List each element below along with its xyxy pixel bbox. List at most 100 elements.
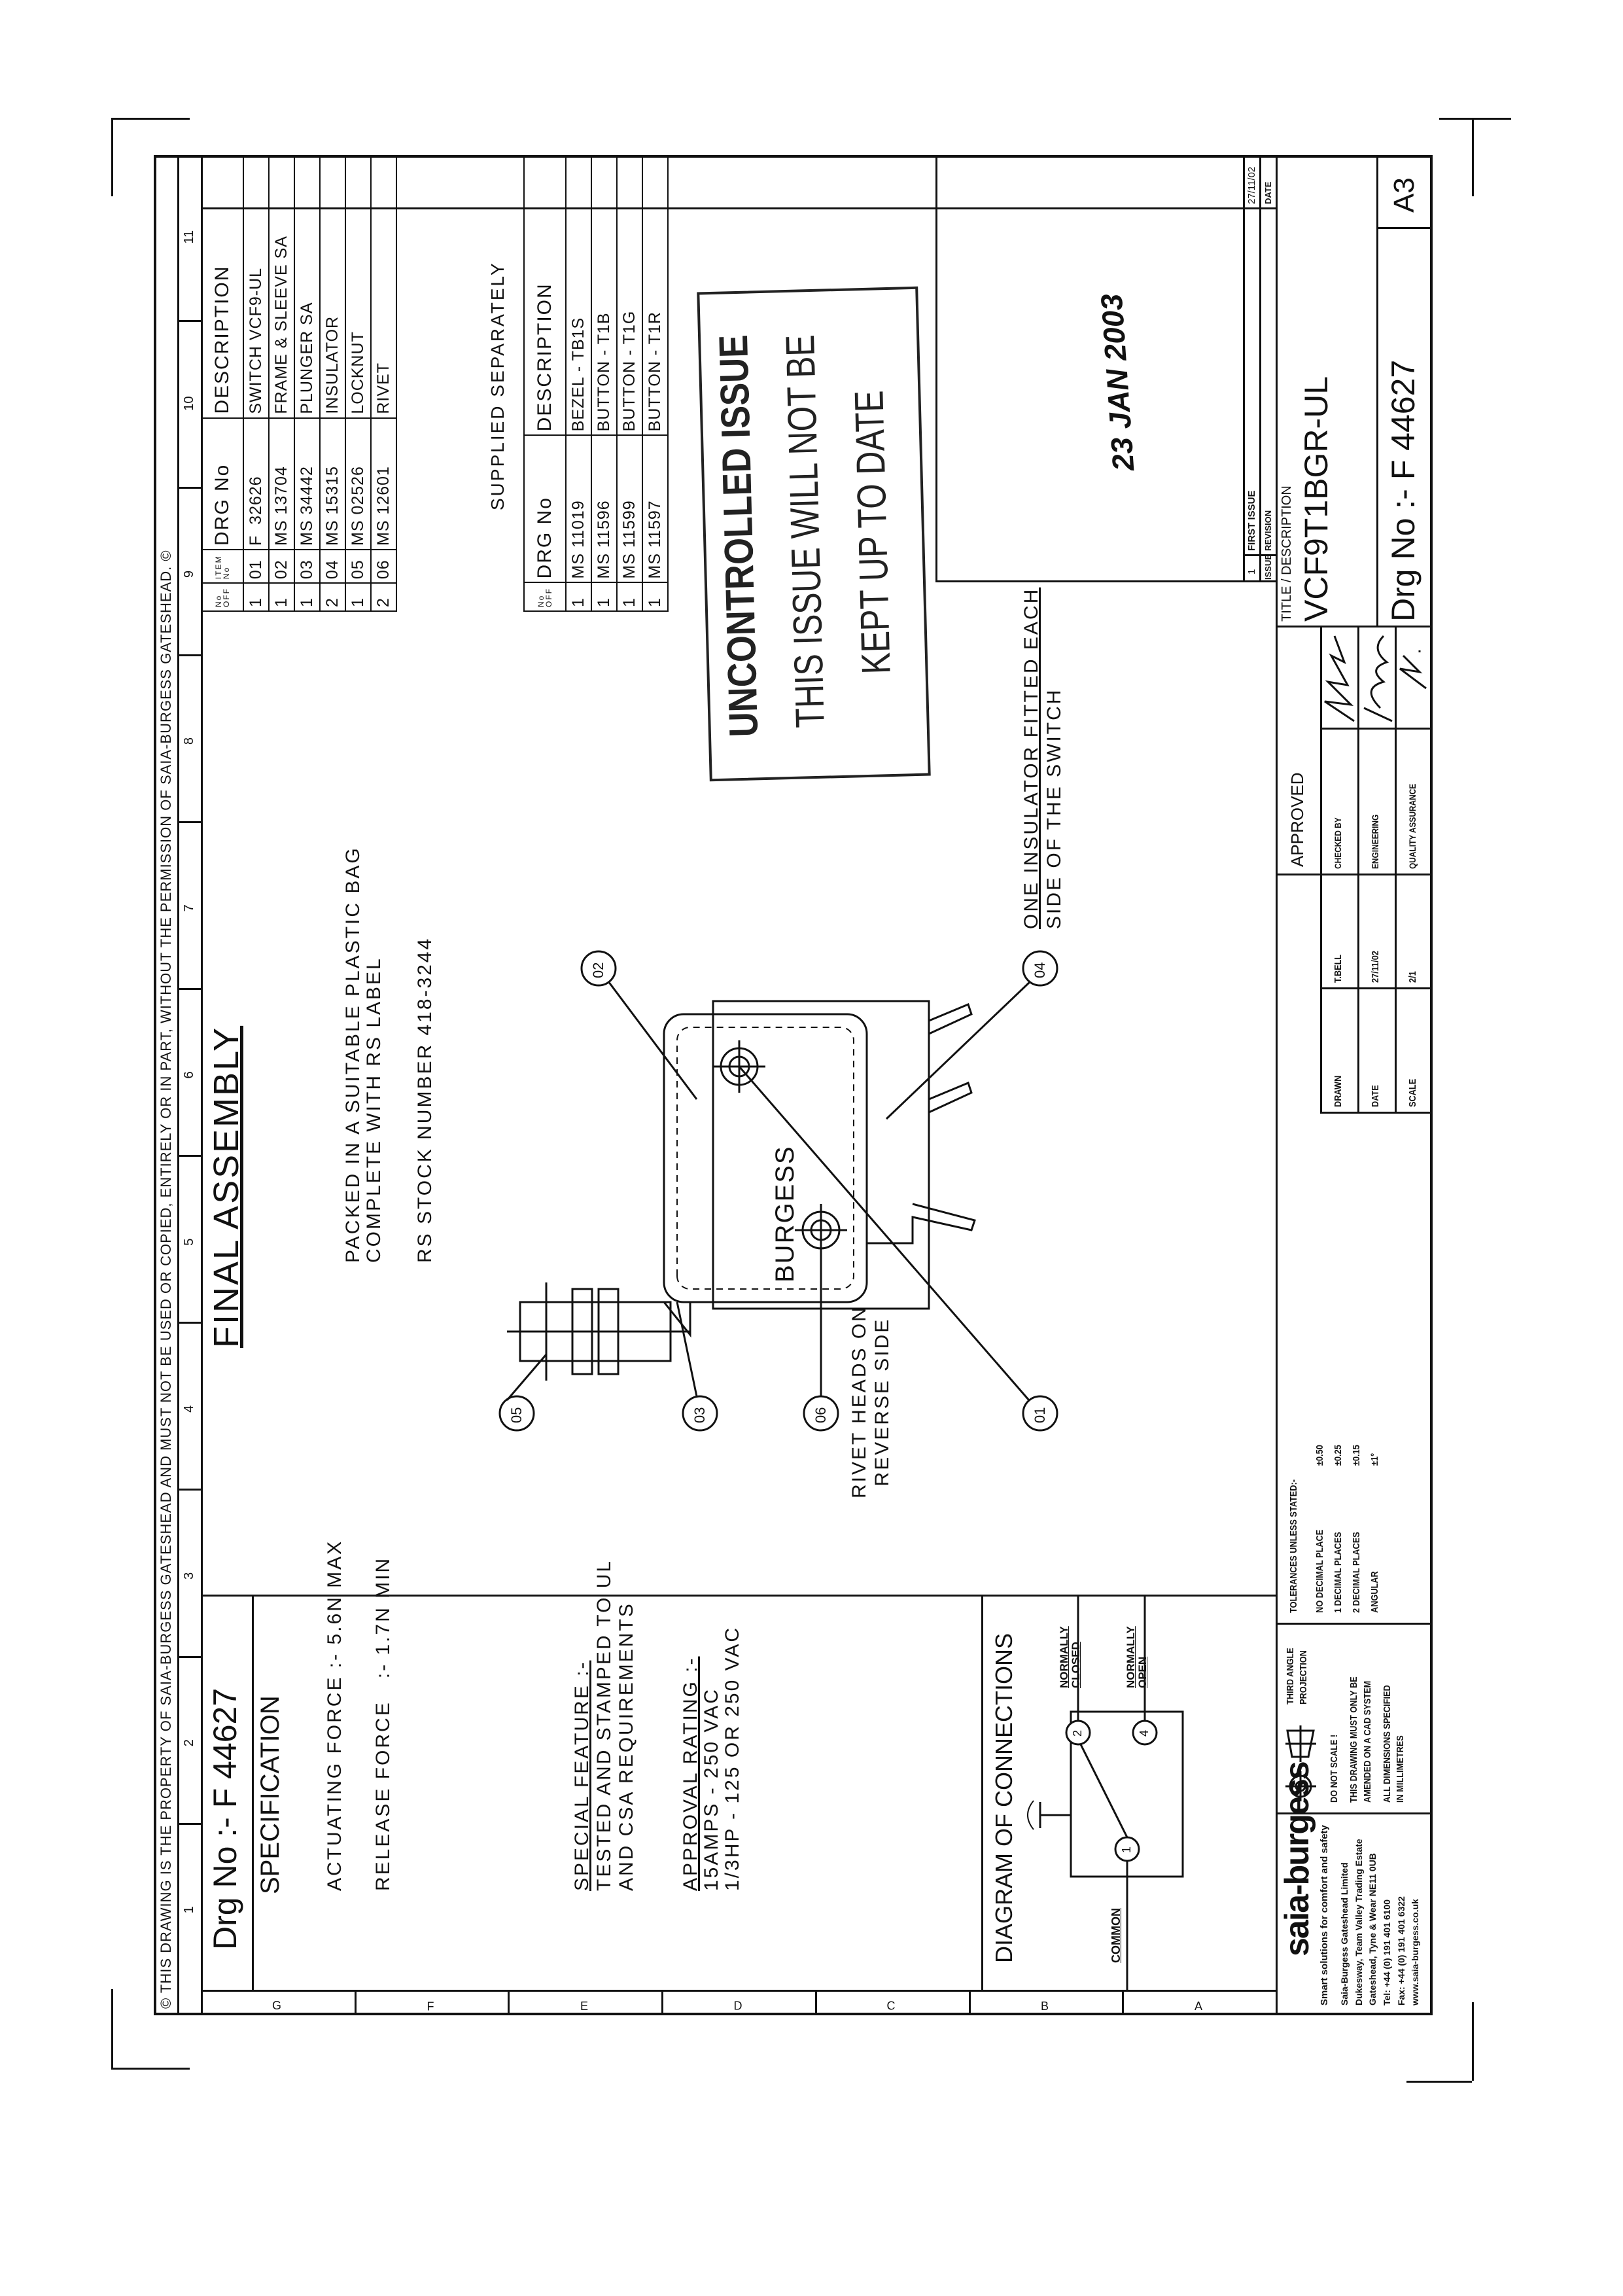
column-header: DESCRIPTION (201, 156, 243, 418)
crop-mark (1406, 2081, 1472, 2083)
title-block-drawing-number: Drg No :- F 44627 (1385, 359, 1422, 622)
scale-label: SCALE (1407, 1078, 1418, 1107)
address-line: Gateshead, Tyne & Wear NE11 0UB (1367, 1853, 1378, 2005)
tolerance-value: ±1° (1369, 1453, 1380, 1466)
drawing-sheet: © THIS DRAWING IS THE PROPERTY OF SAIA-B… (154, 155, 1433, 2055)
table-cell: BUTTON - T1B (591, 156, 617, 436)
balloon-01: 01 (1032, 1407, 1048, 1423)
crop-mark (111, 2068, 190, 2070)
signature-checked (1324, 635, 1355, 722)
balloon-05: 05 (508, 1407, 525, 1423)
switch-body (663, 1013, 868, 1303)
note-line: AMENDED ON A CAD SYSTEM (1361, 1680, 1373, 1803)
title-description-label: TITLE / DESCRIPTION (1280, 486, 1294, 622)
signature-engineering (1363, 635, 1393, 722)
table-cell: 2 (371, 583, 396, 611)
note-line: DO NOT SCALE ! (1329, 1734, 1340, 1803)
divider (935, 157, 937, 582)
crop-mark (111, 1989, 113, 2068)
stamp-line: THIS ISSUE WILL NOT BE (778, 334, 834, 729)
revision-description-value: FIRST ISSUE (1246, 490, 1257, 551)
table-cell: RIVET (371, 156, 396, 418)
tolerances-title: TOLERANCES UNLESS STATED:- (1288, 1479, 1299, 1613)
table-cell: 1 (345, 583, 371, 611)
checked-by-label: CHECKED BY (1333, 817, 1343, 869)
engineering-label: ENGINEERING (1370, 814, 1380, 869)
drawn-label: DRAWN (1333, 1075, 1344, 1107)
address-line: Tel: +44 (0) 191 401 6100 (1382, 1899, 1393, 2005)
note-line: ALL DIMENSIONS SPECIFIED (1381, 1685, 1393, 1803)
divider (1320, 728, 1433, 730)
divider (1376, 227, 1433, 229)
balloon-04: 04 (1032, 962, 1048, 978)
revision-issue-header: ISSUE (1263, 554, 1273, 580)
address-line: www.saia-burgess.co.uk (1410, 1899, 1421, 2005)
divider (201, 207, 1276, 209)
table-cell: MS 15315 (320, 417, 345, 550)
date-value: 27/11/02 (1370, 951, 1381, 983)
divider (1395, 875, 1397, 1114)
crop-mark (1439, 118, 1511, 120)
note-line: IN MILLIMETRES (1395, 1735, 1406, 1803)
table-cell: 04 (320, 550, 345, 584)
tolerance-label: 2 DECIMAL PLACES (1351, 1532, 1362, 1613)
table-cell: 02 (269, 550, 294, 584)
table-cell: FRAME & SLEEVE SA (269, 156, 294, 418)
revision-date-value: 27/11/02 (1246, 166, 1257, 204)
address-line: Dukesway, Team Valley Trading Estate (1353, 1839, 1364, 2005)
table-cell: F 32626 (243, 417, 269, 550)
stamp-line: KEPT UP TO DATE (846, 389, 899, 675)
table-cell: 1 (294, 583, 320, 611)
switch-contact-arm (1079, 1744, 1128, 1838)
uncontrolled-issue-stamp: UNCONTROLLED ISSUE THIS ISSUE WILL NOT B… (697, 286, 931, 782)
table-cell: 05 (345, 550, 371, 584)
table-cell: 01 (243, 550, 269, 584)
tolerance-label: 1 DECIMAL PLACES (1333, 1532, 1344, 1613)
revision-issue-value: 1 (1246, 569, 1257, 574)
table-cell: MS 11019 (566, 435, 591, 583)
table-cell: MS 11599 (617, 435, 642, 583)
approval-signatures (1324, 635, 1427, 722)
balloon-06: 06 (812, 1407, 829, 1423)
divider (1276, 626, 1433, 627)
column-header: DRG No (201, 417, 243, 550)
revision-date-header: DATE (1263, 181, 1273, 204)
table-cell: 1 (566, 582, 591, 611)
approved-label: APPROVED (1287, 772, 1307, 868)
table-cell: 1 (642, 582, 668, 611)
table-cell: 1 (269, 583, 294, 611)
table-cell: MS 12601 (371, 417, 396, 550)
table-cell: 03 (294, 550, 320, 584)
table-cell: INSULATOR (320, 156, 345, 418)
table-cell: SWITCH VCF9-UL (243, 156, 269, 418)
third-angle-projection-icon (1285, 1725, 1316, 1801)
divider (935, 580, 1276, 582)
supplied-separately-title: SUPPLIED SEPARATELY (487, 261, 508, 510)
rivet-note-line: RIVET HEADS ON (848, 1305, 870, 1498)
quality-assurance-label: QUALITY ASSURANCE (1407, 783, 1418, 869)
table-cell: MS 11596 (591, 435, 617, 583)
tolerance-value: ±0.25 (1333, 1445, 1344, 1466)
date-label: DATE (1370, 1085, 1381, 1107)
terminal-tab (928, 1081, 973, 1114)
terminal-tab (928, 1002, 973, 1035)
column-header: DESCRIPTION (524, 156, 566, 436)
divider (1276, 874, 1433, 875)
insulator-note-line: ONE INSULATOR FITTED EACH (1021, 587, 1042, 929)
table-cell: MS 34442 (294, 417, 320, 550)
company-tagline: Smart solutions for comfort and safety (1319, 1825, 1330, 2005)
address-line: Fax: +44 (0) 191 401 6322 (1395, 1896, 1406, 2005)
drawing-title: VCF9T1BGR-UL (1298, 376, 1335, 622)
projection-line: PROJECTION (1297, 1650, 1309, 1704)
